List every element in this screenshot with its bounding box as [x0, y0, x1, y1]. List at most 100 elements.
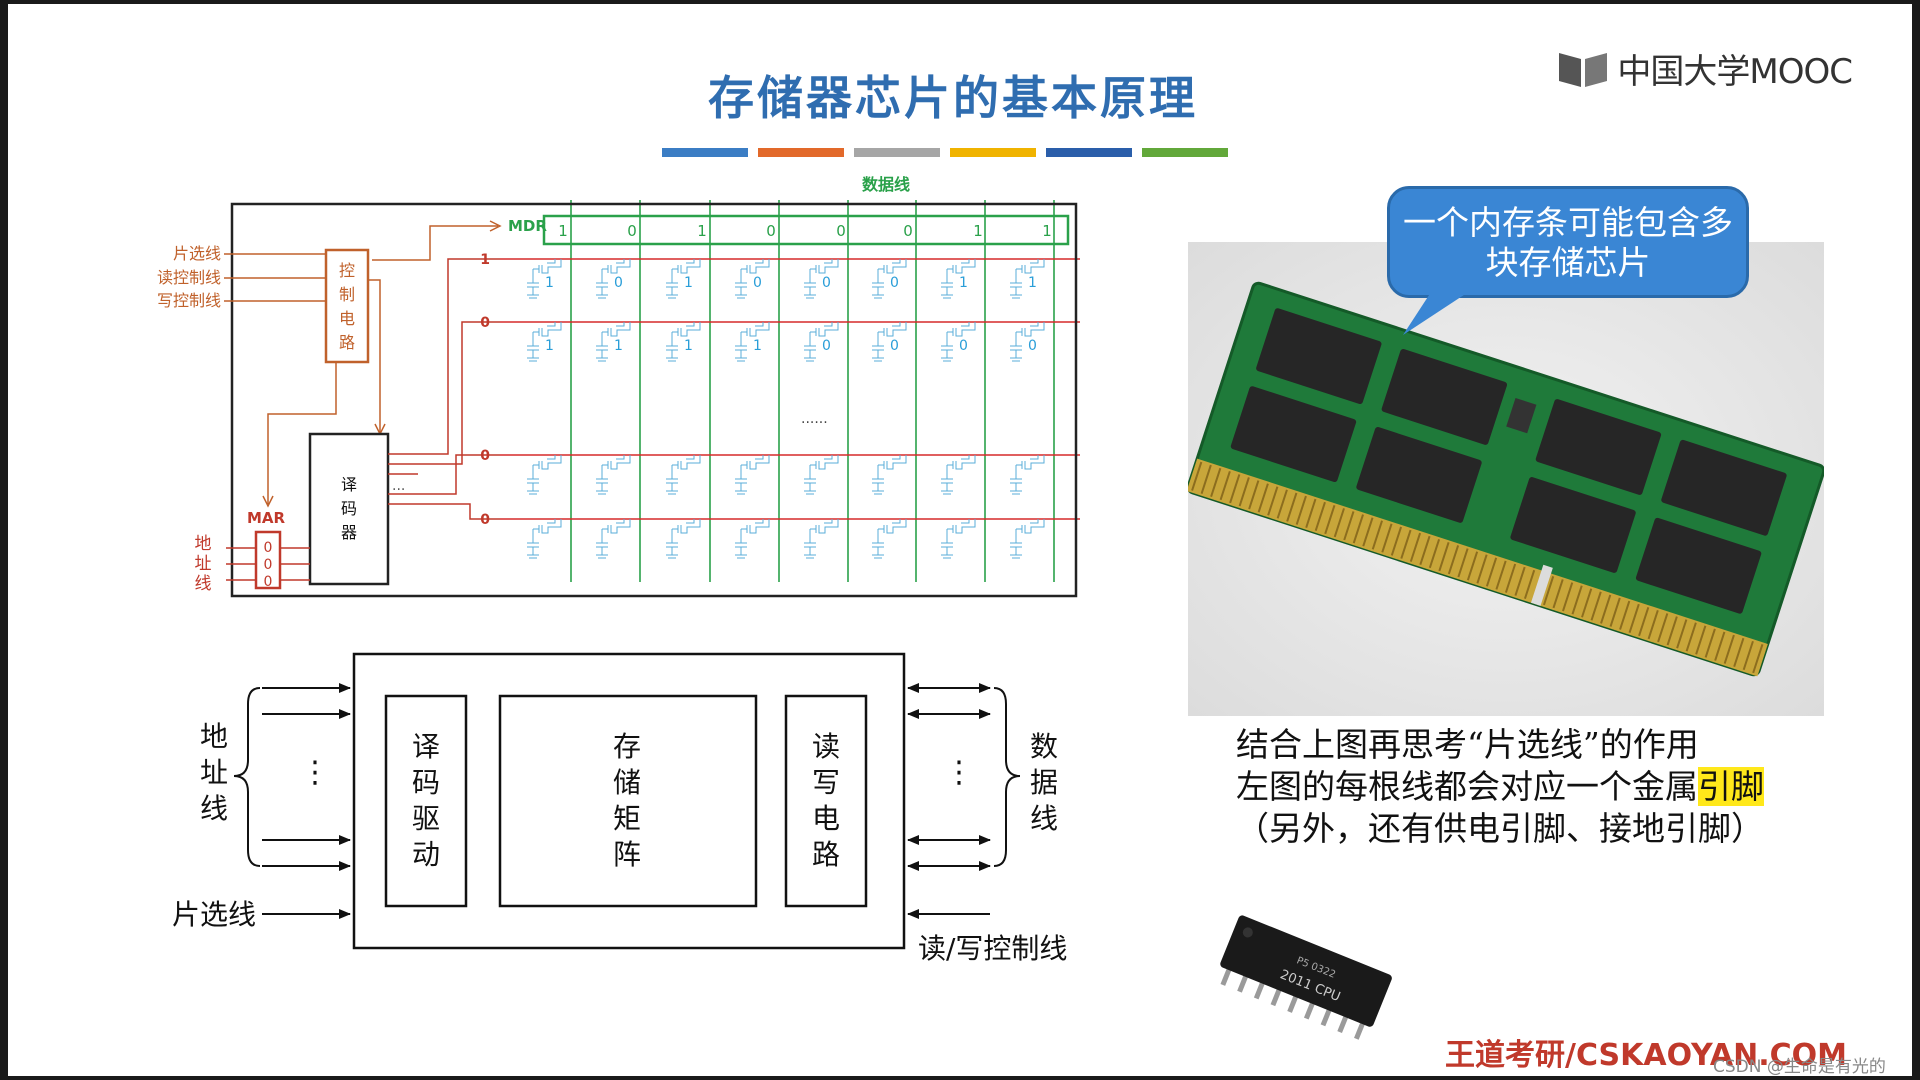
memory-cell	[666, 455, 701, 495]
memory-cell	[941, 519, 976, 559]
color-segment	[662, 148, 748, 157]
control-circuit-label: 制	[339, 285, 355, 304]
rows-ellipsis: ......	[801, 411, 828, 427]
address-lines-label: 线	[200, 792, 228, 825]
memory-cell: 0	[804, 322, 839, 362]
color-segment	[854, 148, 940, 157]
read-write-circuit-label: 写	[812, 766, 840, 799]
memory-cell	[872, 519, 907, 559]
highlighted-pin-text: 引脚	[1698, 767, 1764, 806]
mdr-bit: 0	[627, 222, 637, 240]
memory-cell: 1	[596, 322, 631, 362]
memory-cell: 1	[527, 322, 562, 362]
cell-bit: 1	[545, 338, 554, 354]
cell-bit: 0	[614, 275, 623, 291]
memory-cell: 0	[735, 259, 770, 299]
mar-bit: 0	[264, 540, 273, 556]
decoder-label: 译	[341, 475, 357, 494]
mar-bit: 0	[264, 557, 273, 573]
ram-module-photo	[1186, 242, 1826, 716]
mar-register	[254, 530, 282, 590]
memory-cell: 0	[596, 259, 631, 299]
explanation-text: 结合上图再思考“片选线”的作用 左图的每根线都会对应一个金属引脚 （另外，还有供…	[1236, 724, 1856, 850]
decoder-box	[308, 432, 390, 586]
color-segment	[1046, 148, 1132, 157]
mdr-bit: 1	[558, 222, 568, 240]
word-line-value: 0	[480, 448, 490, 464]
storage-matrix-box	[498, 694, 758, 908]
data-lines-ellipsis: ⋮	[944, 755, 974, 790]
memory-cell: 1	[666, 322, 701, 362]
memory-cell	[804, 519, 839, 559]
color-segment	[758, 148, 844, 157]
memory-cell	[596, 455, 631, 495]
page-title: 存储器芯片的基本原理	[708, 71, 1198, 125]
memory-cell: 0	[804, 259, 839, 299]
decoder-driver-box	[384, 694, 468, 908]
storage-matrix-label: 矩	[613, 802, 641, 835]
memory-cell: 1	[1010, 259, 1045, 299]
memory-cell: 0	[941, 322, 976, 362]
read-write-circuit-label: 电	[812, 802, 840, 835]
decoder-label: 码	[341, 499, 357, 518]
mdr-bit: 1	[697, 222, 707, 240]
cell-bit: 1	[684, 338, 693, 354]
chip-select-line-label: 片选线	[173, 244, 221, 263]
mdr-label: MDR	[508, 217, 547, 235]
mdr-bit: 0	[836, 222, 846, 240]
speech-bubble-tail	[1403, 289, 1473, 335]
storage-matrix-label: 储	[613, 766, 641, 799]
control-circuit-label: 控	[339, 261, 355, 280]
color-segment	[950, 148, 1036, 157]
cell-bit: 0	[890, 338, 899, 354]
decoder-label: 器	[341, 523, 357, 542]
control-circuit-box	[324, 248, 370, 364]
data-lines-label: 据	[1030, 766, 1058, 799]
cell-bit: 0	[959, 338, 968, 354]
memory-cell	[872, 455, 907, 495]
cell-bit: 0	[822, 275, 831, 291]
chip-select-label: 片选线	[172, 898, 256, 931]
data-lines-label: 线	[1030, 802, 1058, 835]
memory-cell: 0	[872, 322, 907, 362]
word-line-value: 0	[480, 512, 490, 528]
memory-cell	[1010, 519, 1045, 559]
explanation-line-2: 左图的每根线都会对应一个金属	[1236, 767, 1698, 806]
mooc-logo: 中国大学MOOC	[1557, 44, 1853, 93]
dip-chip-photo: P5 0322 2011 CPU	[1220, 915, 1392, 1040]
address-lines-label: 地	[200, 720, 228, 753]
mar-bit: 0	[264, 574, 273, 590]
memory-cell	[1010, 455, 1045, 495]
memory-cell: 1	[527, 259, 562, 299]
memory-cell: 1	[941, 259, 976, 299]
memory-cell: 0	[872, 259, 907, 299]
memory-cell: 0	[1010, 322, 1045, 362]
explanation-line-1: 结合上图再思考“片选线”的作用	[1236, 725, 1699, 764]
color-bar	[662, 148, 1228, 157]
color-segment	[1142, 148, 1228, 157]
word-line-value: 1	[480, 252, 490, 268]
cell-bit: 0	[890, 275, 899, 291]
chip-outline	[352, 652, 906, 950]
cell-bit: 1	[1028, 275, 1037, 291]
read-write-control-label: 读/写控制线	[918, 932, 1067, 965]
memory-cell: 1	[735, 322, 770, 362]
watermark: CSDN @生命是有光的	[1713, 1057, 1886, 1076]
cell-bit: 1	[959, 275, 968, 291]
address-line-label: 地	[195, 534, 212, 554]
cell-bit: 1	[614, 338, 623, 354]
address-lines-ellipsis: ⋮	[300, 755, 330, 790]
write-control-line-label: 写控制线	[157, 291, 221, 310]
mdr-bit: 1	[973, 222, 983, 240]
data-line-label: 数据线	[862, 175, 910, 194]
address-lines-label: 址	[200, 756, 228, 789]
speech-bubble: 一个内存条可能包含多块存储芯片	[1387, 186, 1749, 298]
decoder-driver-label: 码	[412, 766, 440, 799]
cell-bit: 0	[822, 338, 831, 354]
cell-bit: 0	[1028, 338, 1037, 354]
memory-cell	[527, 455, 562, 495]
memory-cell: 1	[666, 259, 701, 299]
